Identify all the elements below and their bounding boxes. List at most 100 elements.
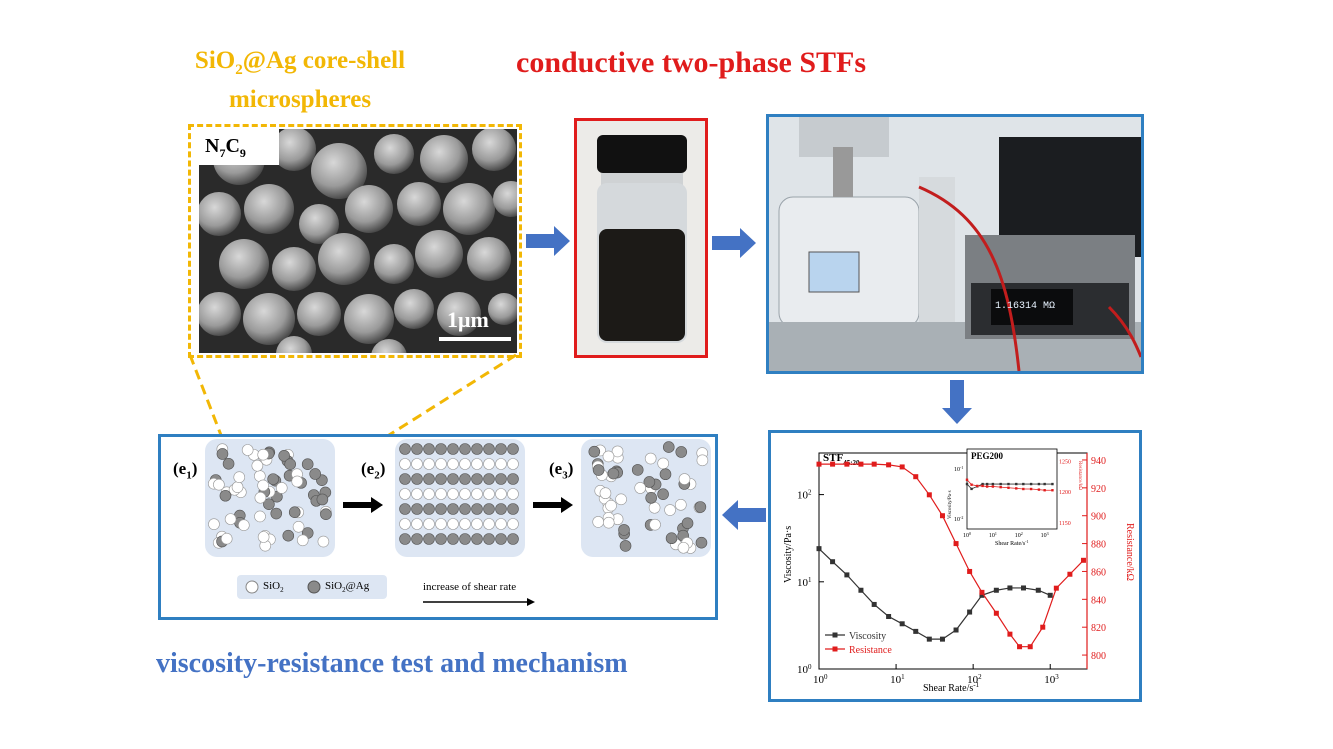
sio2-particle: [602, 450, 615, 463]
sio2-particle: [435, 518, 447, 530]
sio2-ag-particle: [694, 501, 707, 513]
shear-rate-arrow-icon: [423, 598, 535, 606]
sio2-ag-particle: [681, 517, 694, 530]
sio2-ag-particle: [222, 457, 235, 470]
sio2-particle: [495, 518, 507, 530]
sio2-particle: [241, 444, 254, 456]
sio2-ag-particle: [399, 443, 411, 455]
sio2-ag-particle: [459, 533, 471, 545]
sio2-particle: [447, 488, 459, 500]
sio2-ag-particle: [216, 448, 229, 460]
sio2-ag-particle: [399, 503, 411, 515]
data-point-resistance: [1053, 585, 1059, 591]
data-point-resistance: [926, 492, 932, 498]
sio2-particle: [471, 518, 483, 530]
data-point-viscosity: [830, 559, 836, 565]
particle-state-e3: [581, 439, 711, 557]
legend-marker: [832, 632, 838, 638]
arrow-right-icon: [712, 228, 756, 258]
inset-data-point: [1051, 489, 1054, 492]
vial-image: [577, 121, 705, 355]
sio2-particle: [471, 488, 483, 500]
data-point-resistance: [858, 461, 864, 467]
data-point-resistance: [993, 610, 999, 616]
sio2-ag-particle: [423, 503, 435, 515]
y-left-tick-label: 102: [797, 489, 812, 502]
sio2-ag-particle: [471, 503, 483, 515]
sio2-particle: [447, 458, 459, 470]
sio2-ag-particle: [411, 443, 423, 455]
legend-label: Viscosity: [849, 631, 886, 642]
inset-data-point: [1007, 486, 1010, 489]
sio2-ag-particle: [284, 458, 296, 470]
y-right-tick-label: 820: [1091, 623, 1106, 634]
sio2-particle: [257, 479, 269, 492]
sio2-particle: [411, 488, 423, 500]
inset-data-point: [970, 483, 973, 486]
inset-data-point: [1015, 487, 1018, 490]
mechanism-panel: (e1) (e2) (e3) SiO2 SiO2@Ag increase of …: [158, 434, 718, 620]
data-point-viscosity: [1007, 585, 1013, 591]
data-point-viscosity: [913, 628, 919, 634]
microspheres-title: SiO2@Ag core-shell microspheres: [194, 47, 406, 113]
sio2-particle: [257, 448, 269, 461]
sio2-ag-particle: [471, 443, 483, 455]
sio2-particle: [459, 458, 471, 470]
sio2-particle: [238, 519, 250, 531]
data-point-viscosity: [886, 614, 892, 620]
inset-data-point: [1037, 482, 1041, 486]
sio2-particle: [483, 458, 495, 470]
mechanism-title: viscosity-resistance test and mechanism: [156, 648, 628, 679]
sio2-particle: [602, 516, 615, 529]
sio2-particle: [507, 458, 519, 470]
data-point-viscosity: [1047, 592, 1053, 598]
sio2-particle: [471, 458, 483, 470]
sio2-ag-particle: [447, 503, 459, 515]
sio2-ag-particle: [471, 533, 483, 545]
arrow-left-icon: [722, 500, 766, 530]
arrow-down-icon: [942, 380, 972, 424]
x-tick-label: 101: [890, 673, 905, 686]
data-point-resistance: [1027, 644, 1033, 650]
sio2-ag-particle: [643, 476, 656, 488]
inset-x-tick-label: 100: [963, 531, 971, 540]
sio2-particle: [507, 518, 519, 530]
sio2-ag-particle: [507, 473, 519, 485]
sio2-particle: [675, 499, 687, 511]
y-right-tick-label: 940: [1091, 456, 1106, 467]
sio2-particle: [224, 513, 237, 525]
sio2-particle: [644, 452, 657, 465]
sio2-particle: [317, 535, 330, 548]
sio2-ag-particle: [267, 473, 279, 485]
sio2-particle: [495, 488, 507, 500]
sio2-ag-particle: [483, 473, 495, 485]
y-left-tick-label: 100: [797, 663, 812, 676]
sio2-particle: [213, 478, 225, 491]
sio2-particle: [507, 488, 519, 500]
y-right-tick-label: 860: [1091, 567, 1106, 578]
sio2-ag-particle: [263, 498, 275, 511]
sio2-ag-particle: [278, 450, 290, 462]
sio2-ag-particle: [411, 503, 423, 515]
inset-data-point: [1007, 482, 1010, 486]
inset-y-left-tick-label: 10-1: [954, 465, 963, 474]
sio2-particle: [291, 475, 304, 488]
inset-data-point: [976, 484, 979, 488]
particle-legend: SiO2 SiO2@Ag: [237, 575, 387, 599]
sio2-ag-particle: [657, 488, 669, 500]
sio2-ag-particle: [507, 503, 519, 515]
sio2-ag-particle: [399, 533, 411, 545]
sem-image-frame: N7C9 1μm: [188, 124, 522, 358]
sio2-particle: [220, 532, 233, 545]
sio2-particle: [423, 488, 435, 500]
sio2-ag-particle: [270, 507, 283, 520]
inset-data-point: [981, 482, 984, 486]
sio2-particle: [231, 481, 244, 493]
particle-state-e1: [205, 439, 335, 557]
inset-plot-area: [966, 448, 1058, 530]
sio2-ag-particle: [423, 443, 435, 455]
sio2-particle: [696, 454, 709, 467]
sio2-particle: [254, 510, 266, 523]
x-tick-label: 103: [1044, 673, 1059, 686]
